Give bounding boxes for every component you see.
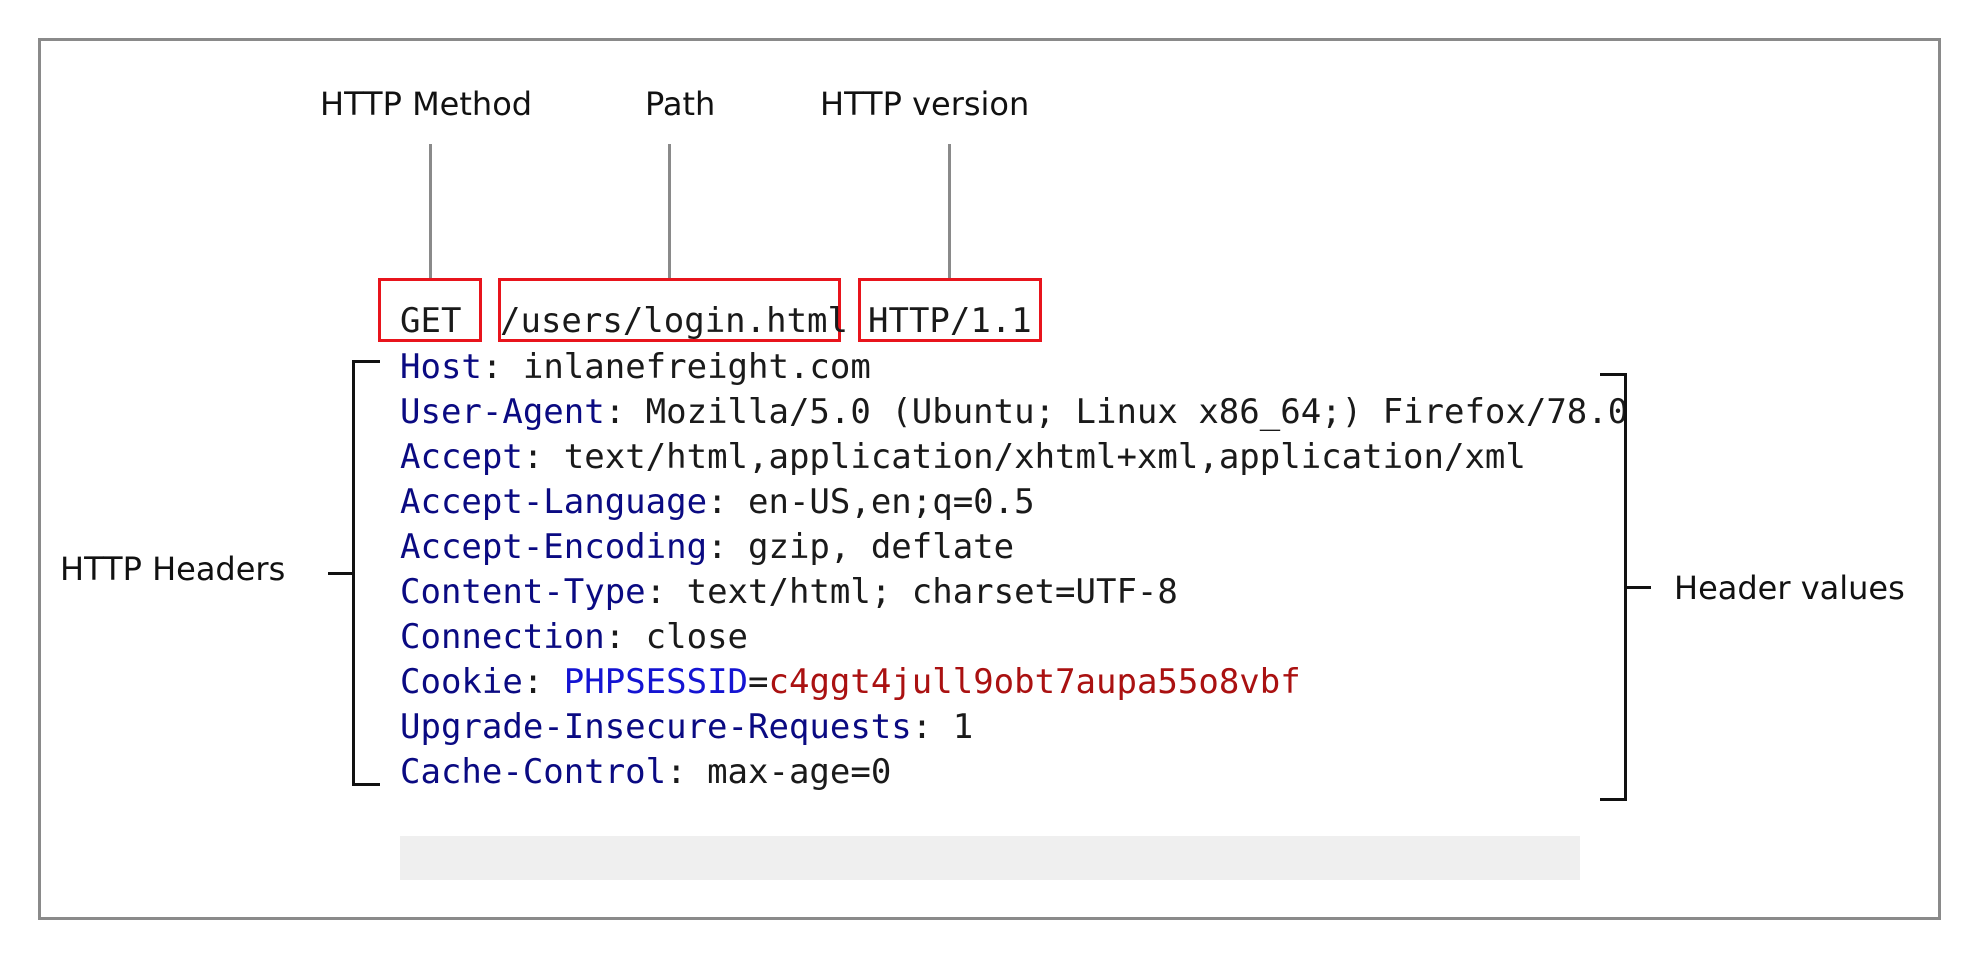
header-values-label: Header values — [1674, 569, 1905, 607]
header-value: inlanefreight.com — [522, 347, 871, 387]
header-value: 1 — [952, 707, 974, 747]
path-connector-line — [668, 144, 671, 280]
header-name: Accept — [400, 437, 523, 477]
header-value: Mozilla/5.0 (Ubuntu; Linux x86_64;) Fire… — [645, 392, 1629, 432]
header-name: Upgrade-Insecure-Requests — [400, 707, 912, 747]
request-version: HTTP/1.1 — [868, 301, 1032, 341]
header-name: Connection — [400, 617, 605, 657]
header-line-accept: Accept: text/html,application/xhtml+xml,… — [400, 437, 1526, 477]
header-line-connection: Connection: close — [400, 617, 749, 657]
header-value: max-age=0 — [707, 752, 892, 792]
header-name: Accept-Encoding — [400, 527, 708, 567]
header-line-content-type: Content-Type: text/html; charset=UTF-8 — [400, 572, 1178, 612]
header-line-upgrade-insecure-requests: Upgrade-Insecure-Requests: 1 — [400, 707, 974, 747]
method-connector-line — [429, 144, 432, 280]
header-line-accept-language: Accept-Language: en-US,en;q=0.5 — [400, 482, 1035, 522]
values-bracket-bottom — [1600, 798, 1627, 801]
version-connector-line — [948, 144, 951, 280]
request-body-area — [400, 836, 1580, 880]
request-method: GET — [400, 301, 462, 341]
header-line-accept-encoding: Accept-Encoding: gzip, deflate — [400, 527, 1015, 567]
header-value: en-US,en;q=0.5 — [748, 482, 1035, 522]
header-line-cookie: Cookie: PHPSESSID=c4ggt4jull9obt7aupa55o… — [400, 662, 1301, 702]
diagram-frame — [38, 38, 1941, 920]
version-highlight-box — [858, 278, 1042, 342]
header-value: text/html,application/xhtml+xml,applicat… — [563, 437, 1526, 477]
headers-bracket-top — [352, 360, 380, 363]
header-line-user-agent: User-Agent: Mozilla/5.0 (Ubuntu; Linux x… — [400, 392, 1629, 432]
header-name: Cookie — [400, 662, 523, 702]
header-name: Cache-Control — [400, 752, 667, 792]
request-path: /users/login.html — [500, 301, 848, 341]
header-value: text/html; charset=UTF-8 — [686, 572, 1178, 612]
cookie-name: PHPSESSID — [563, 662, 749, 702]
header-line-host: Host: inlanefreight.com — [400, 347, 871, 387]
header-name: Content-Type — [400, 572, 646, 612]
path-label: Path — [645, 85, 716, 123]
cookie-value: c4ggt4jull9obt7aupa55o8vbf — [768, 662, 1301, 702]
http-method-label: HTTP Method — [320, 85, 533, 123]
http-headers-label: HTTP Headers — [60, 550, 286, 588]
http-version-label: HTTP version — [820, 85, 1030, 123]
header-value: close — [645, 617, 749, 657]
header-name: Host — [400, 347, 482, 387]
method-highlight-box — [378, 278, 482, 342]
header-name: Accept-Language — [400, 482, 708, 522]
values-bracket-tick — [1627, 586, 1651, 589]
headers-bracket-bottom — [352, 783, 380, 786]
headers-bracket-tick — [328, 572, 354, 575]
values-bracket-spine — [1624, 373, 1627, 801]
path-highlight-box — [498, 278, 841, 342]
header-value: gzip, deflate — [748, 527, 1015, 567]
values-bracket-top — [1600, 373, 1627, 376]
header-name: User-Agent — [400, 392, 605, 432]
header-line-cache-control: Cache-Control: max-age=0 — [400, 752, 892, 792]
